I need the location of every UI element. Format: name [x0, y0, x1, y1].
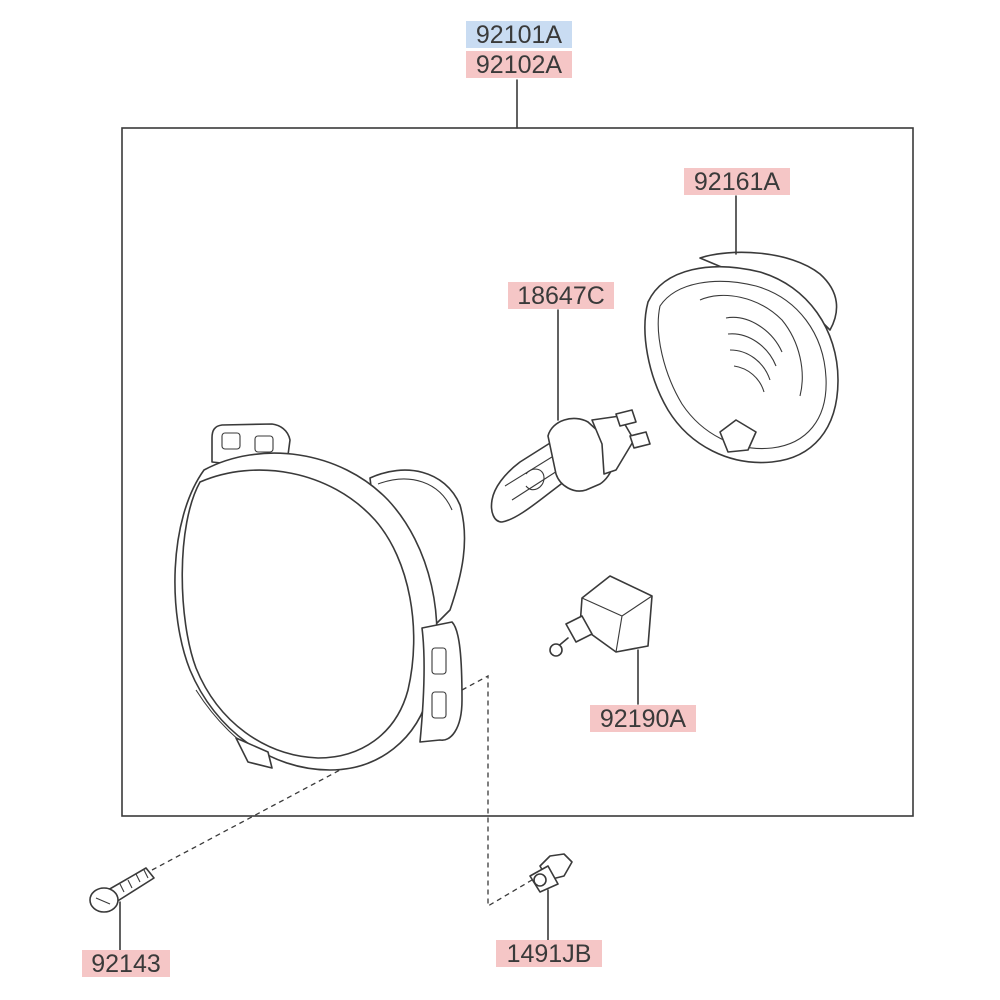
- label-text: 1491JB: [507, 940, 592, 968]
- label-highlight: [684, 168, 790, 195]
- label-text: 92101A: [476, 21, 563, 49]
- label-highlight: [82, 950, 170, 977]
- label-text: 92143: [91, 950, 161, 978]
- label-text: 92161A: [694, 168, 781, 196]
- label-text: 92190A: [600, 705, 687, 733]
- label-highlight: [590, 705, 696, 732]
- label-highlight: [466, 21, 572, 48]
- part-label-92190A[interactable]: 92190A: [590, 705, 696, 733]
- part-label-92143[interactable]: 92143: [82, 950, 170, 978]
- label-highlight: [466, 51, 572, 78]
- fog-lamp-housing[interactable]: [174, 423, 466, 771]
- screw-92143[interactable]: [89, 867, 155, 913]
- part-label-18647C[interactable]: 18647C: [508, 282, 614, 310]
- bulb-18647C[interactable]: [490, 409, 651, 523]
- label-highlight: [508, 282, 614, 309]
- part-label-92101A[interactable]: 92101A: [466, 21, 572, 49]
- label-text: 92102A: [476, 51, 563, 79]
- housing-cover-92161A[interactable]: [644, 251, 839, 464]
- part-label-92102A[interactable]: 92102A: [466, 51, 572, 79]
- assembly-frame: [121, 127, 914, 817]
- screw-assembly-dashed-line: [151, 769, 341, 871]
- part-label-92161A[interactable]: 92161A: [684, 168, 790, 196]
- clip-assembly-dashed-line: [461, 674, 533, 908]
- socket-92190A[interactable]: [549, 575, 653, 657]
- label-text: 18647C: [517, 282, 605, 310]
- part-label-1491JB[interactable]: 1491JB: [496, 940, 602, 968]
- label-highlight: [496, 940, 602, 967]
- clip-1491JB[interactable]: [529, 853, 573, 893]
